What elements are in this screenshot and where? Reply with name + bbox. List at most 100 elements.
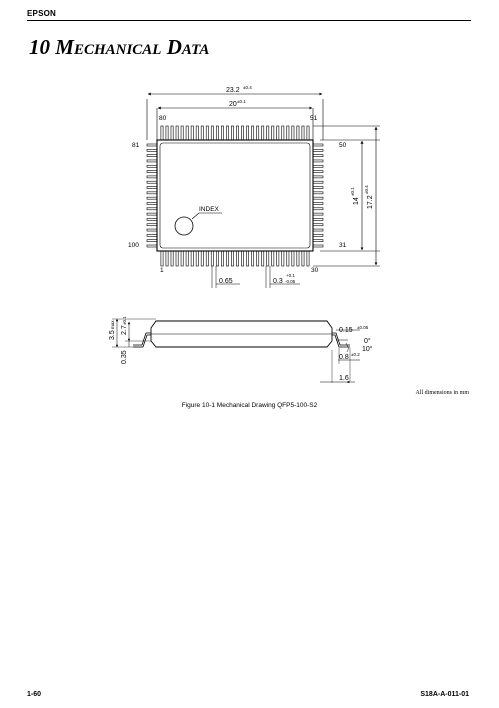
index-mark [174,216,194,236]
footer-page-number: 1-60 [27,691,42,698]
lead-pin [160,250,164,267]
lead-pin [146,170,158,173]
lead-pin [221,250,224,267]
lead-pin [241,250,244,267]
pitch-label: 0.65 [219,278,233,285]
lead-pin [271,125,275,141]
leads-right [312,143,324,248]
lead-pin [251,250,255,267]
figure-caption: Figure 10-1 Mechanical Drawing QFP5-100-… [181,402,318,409]
lead-pin [296,250,300,267]
lead-pin [146,175,158,179]
lead-pin [195,125,199,141]
lead-pin [306,125,310,141]
lead-pin [266,250,270,267]
lead-pin [312,202,324,205]
lead-pin [205,125,209,141]
lead-pin [246,125,249,141]
lead-pin [312,186,324,189]
lead-pin [146,202,158,205]
lead-pin [312,180,324,184]
lead-pin [312,228,324,232]
lead-pin [200,125,204,141]
lead-pin [312,159,324,163]
lead-pin [312,191,324,195]
lead-pin [165,250,169,267]
lead-pin [215,125,219,141]
lead-pin [170,125,174,141]
lead-pin [146,154,158,157]
lead-pin [276,250,280,267]
lead-pin [312,239,324,242]
overall-height-tol: ±0.4 [364,185,369,194]
package-inner-outline [159,142,311,249]
lead-pin [276,125,280,141]
overall-width-tol: ±0.4 [243,85,252,90]
lead-pin [256,125,260,141]
top-view [146,92,380,288]
max-height-label: 3.5 [109,330,116,340]
foot-length-tol: ±0.2 [351,352,360,357]
lead-pin [261,125,265,141]
lead-pin [175,250,179,267]
lead-pin [146,143,158,147]
header-rule [27,20,471,21]
title-initial-1: M [55,35,74,59]
side-view-labels: 3.5 max 2.7 ±0.1 0.35 0.15 ±0.05 0° 10° … [109,316,373,382]
lead-pin [180,125,184,141]
lead-pin [231,250,234,267]
lead-length-label: 1.6 [339,375,349,382]
lead-pin [266,125,270,141]
lead-pin [312,212,324,216]
lead-pin [312,244,324,248]
lead-pin [185,125,189,141]
lead-pin [226,125,229,141]
pin-31-label: 31 [339,242,347,249]
lead-pin [312,207,324,211]
side-view [112,318,360,384]
body-width-tol: ±0.1 [237,99,246,104]
lead-pin [146,239,158,242]
lead-pin [146,207,158,211]
section-title: 10 MECHANICAL DATA [29,36,209,61]
lead-pin [146,218,158,221]
lead-pin [231,125,234,141]
lead-pin [146,228,158,232]
lead-pin [146,159,158,163]
foot-length-label: 0.8 [339,354,349,361]
title-initial-2: D [166,35,182,59]
lead-pin [146,244,158,248]
lead-pin [312,223,324,227]
lead-pin [281,125,285,141]
lead-pin [185,250,189,267]
lead-pin [246,250,249,267]
lead-pin [241,125,244,141]
lead-pin [301,250,305,267]
dimension-note: All dimensions in mm [415,390,469,396]
lead-thickness-tol: ±0.05 [357,325,369,330]
lead-width-tol-minus: -0.05 [285,279,296,284]
lead-pin [210,125,214,141]
lead-pin [190,125,194,141]
body-thickness-label: 2.7 [121,325,128,335]
index-label: INDEX [199,206,220,213]
lead-pin [281,250,285,267]
lead-pin [312,154,324,157]
pin-30-label: 30 [311,267,319,274]
lead-pin [160,125,164,141]
lead-pin [215,250,219,267]
lead-pin [286,125,290,141]
lead-pin [146,234,158,237]
lead-pin [312,164,324,168]
lead-pin [146,212,158,216]
leads-left [146,143,158,248]
lead-pin [312,170,324,173]
body-height-tol: ±0.1 [350,187,355,196]
body-height-label: 14 [353,197,360,205]
angle-min-label: 0° [364,337,371,345]
overall-width-label: 23.2 [226,87,240,94]
pin-81-label: 81 [132,142,140,149]
title-rest-1: ECHANICAL [73,42,162,58]
lead-pin [146,180,158,184]
